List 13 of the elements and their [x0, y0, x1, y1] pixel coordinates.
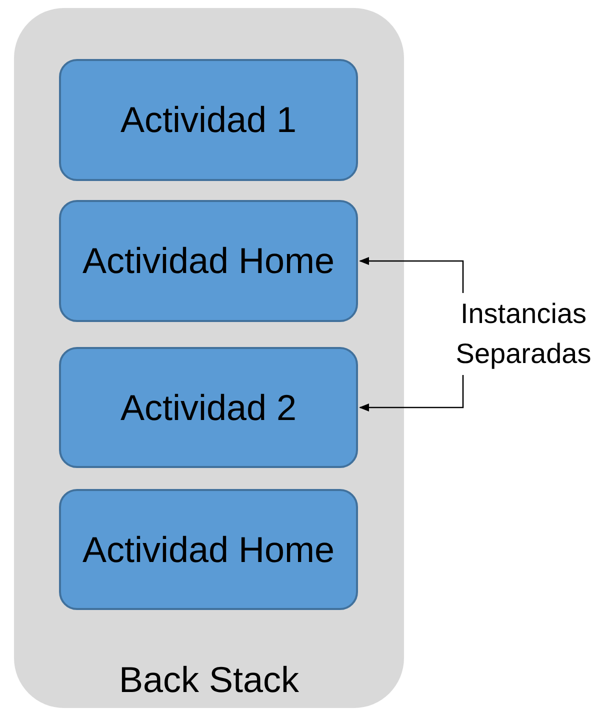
activity-label: Actividad Home	[82, 528, 335, 572]
activity-label: Actividad 1	[120, 98, 297, 142]
activity-box	[59, 347, 358, 468]
arrow	[359, 375, 464, 412]
stack-container	[14, 8, 404, 708]
activity-box	[59, 59, 358, 181]
activity-label: Actividad 2	[120, 386, 297, 430]
annotation-text: Instancias Separadas	[454, 297, 592, 371]
stack-title: Back Stack	[118, 662, 300, 698]
activity-label: Actividad Home	[82, 239, 335, 283]
activity-box	[59, 200, 358, 322]
arrow	[359, 257, 464, 293]
activity-box	[59, 489, 358, 610]
